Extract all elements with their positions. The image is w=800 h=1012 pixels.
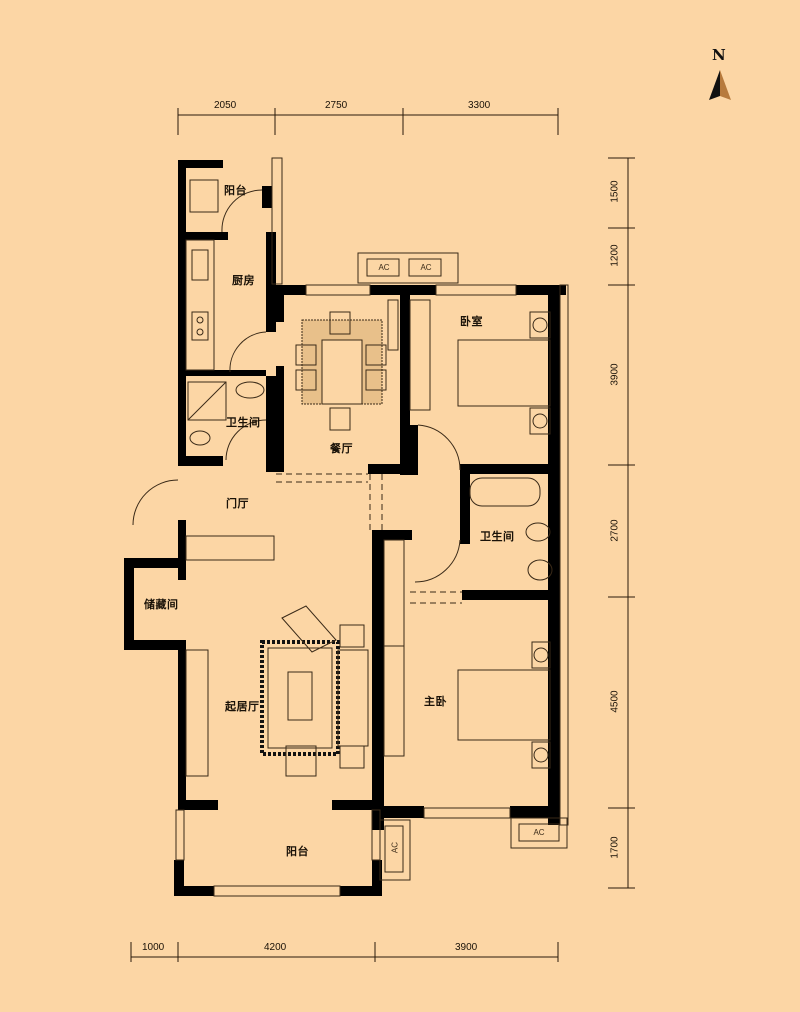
dim-right-2: 1200: [609, 244, 621, 267]
master-furniture: [383, 539, 551, 769]
kitchen-fixtures: [185, 179, 265, 446]
bedroom-furniture: [409, 299, 551, 435]
dim-bottom-1: 1000: [142, 942, 165, 953]
room-living: 起居厅: [225, 700, 260, 713]
windows: [175, 157, 569, 897]
ac-units: [357, 252, 568, 881]
dining-table: [295, 299, 399, 431]
walls: [124, 160, 566, 896]
ac-label-2: AC: [420, 263, 432, 272]
room-storage: 储藏间: [144, 598, 179, 611]
north-label: N: [712, 46, 726, 64]
dim-top-1: 2050: [214, 100, 237, 111]
room-bathroom-east: 卫生间: [480, 530, 515, 543]
dim-right-1: 1500: [609, 180, 621, 203]
dimension-lines: [130, 108, 635, 962]
dim-top-3: 3300: [468, 100, 491, 111]
room-bedroom: 卧室: [460, 315, 483, 328]
shoe-cabinet: [185, 535, 275, 561]
room-kitchen: 厨房: [232, 274, 255, 287]
dim-right-3: 3900: [609, 363, 621, 386]
room-balcony-south: 阳台: [286, 845, 309, 858]
dim-right-6: 1700: [609, 836, 621, 859]
room-bathroom-west: 卫生间: [226, 416, 261, 429]
dim-right-4: 2700: [609, 519, 621, 542]
room-balcony-north: 阳台: [224, 184, 247, 197]
dim-bottom-2: 4200: [264, 942, 287, 953]
room-master-bedroom: 主卧: [424, 695, 447, 708]
ac-label-3: AC: [533, 828, 545, 837]
room-foyer: 门厅: [226, 497, 249, 510]
ac-label-4: AC: [390, 841, 400, 854]
openings: [276, 473, 462, 604]
dim-right-5: 4500: [609, 690, 621, 713]
room-dining: 餐厅: [330, 442, 353, 455]
doors: [132, 189, 461, 583]
east-bath-fixtures: [469, 477, 553, 581]
living-furniture: [185, 605, 369, 777]
dim-bottom-3: 3900: [455, 942, 478, 953]
north-arrow-icon: [709, 70, 731, 100]
dim-top-2: 2750: [325, 100, 348, 111]
ac-label-1: AC: [378, 263, 390, 272]
